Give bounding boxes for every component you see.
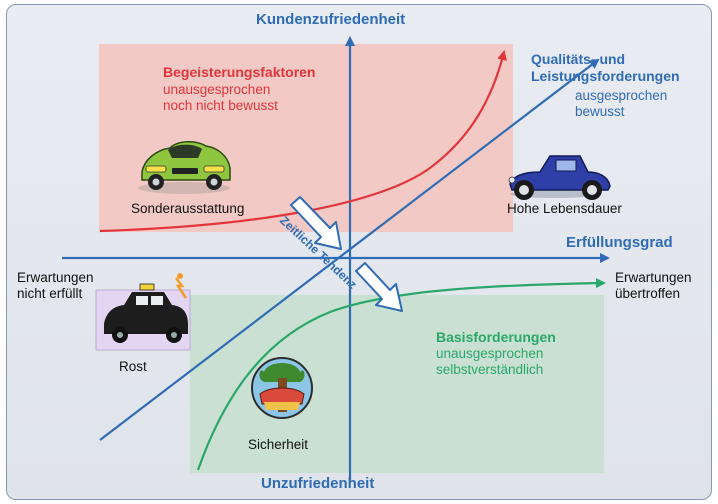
excitement-line1: unausgesprochen — [163, 82, 271, 97]
vintage-car-icon — [508, 155, 611, 200]
basic-line1: unausgesprochen — [436, 346, 544, 361]
performance-title-line1: Qualitäts- und — [531, 51, 626, 67]
x-right-label-line2: übertroffen — [615, 286, 681, 301]
x-right-label-line1: Erwartungen — [615, 270, 692, 285]
y-axis-top-label: Kundenzufriedenheit — [256, 11, 406, 28]
performance-example-label: Hohe Lebensdauer — [507, 201, 622, 216]
performance-line2: bewusst — [575, 104, 625, 119]
rusty-taxi-icon — [95, 273, 191, 351]
basic-title: Basisforderungen — [436, 329, 556, 345]
x-left-label-line1: Erwartungen — [17, 270, 94, 285]
rust-example-label: Rost — [119, 359, 147, 374]
basic-curve — [196, 278, 606, 471]
excitement-title: Begeisterungsfaktoren — [163, 64, 316, 80]
trend-arrow-lower — [355, 262, 403, 312]
excitement-curve — [99, 50, 507, 233]
excitement-example-label: Sonderausstattung — [131, 201, 245, 216]
sports-car-icon — [138, 141, 231, 194]
crash-tree-icon — [251, 357, 313, 419]
basic-line2: selbstverständlich — [436, 362, 544, 377]
trend-arrow-upper — [290, 196, 342, 250]
excitement-line2: noch nicht bewusst — [163, 98, 278, 113]
x-axis-right-label: Erfüllungsgrad — [566, 234, 673, 251]
y-axis-bottom-label: Unzufriedenheit — [261, 475, 375, 492]
performance-title-line2: Leistungsforderungen — [531, 68, 680, 84]
x-left-label-line2: nicht erfüllt — [17, 286, 83, 301]
basic-example-label: Sicherheit — [248, 437, 309, 452]
excitement-region — [99, 44, 513, 232]
performance-line1: ausgesprochen — [575, 88, 668, 103]
